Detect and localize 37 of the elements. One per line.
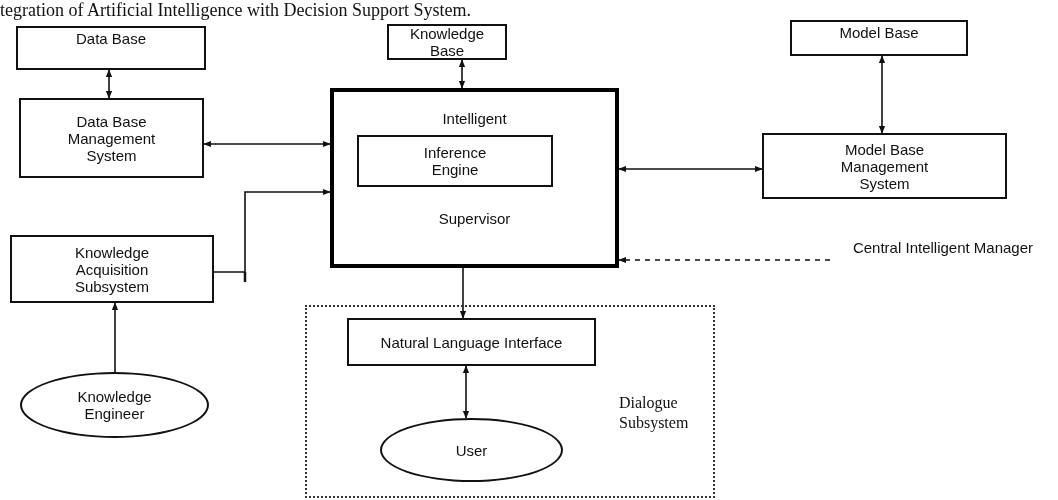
- arrow: [878, 55, 886, 134]
- node-label: Knowledge Engineer: [76, 388, 153, 422]
- node-label: Data Base Management System: [66, 112, 157, 164]
- process-box: [19, 98, 204, 178]
- node-label: Data Base: [74, 30, 147, 47]
- diagram-title: tegration of Artificial Intelligence with Decision Support System.: [0, 0, 471, 20]
- arrow: [111, 302, 119, 373]
- node-label: Dialogue Subsystem: [619, 393, 690, 433]
- arrow: [618, 256, 831, 264]
- arrow: [213, 188, 331, 273]
- process-box: [10, 235, 214, 303]
- arrow: [462, 365, 470, 419]
- arrow: [458, 59, 466, 89]
- process-box: [16, 26, 206, 70]
- node-label: Knowledge Base: [408, 25, 486, 59]
- node-label: Knowledge Acquisition Subsystem: [73, 243, 151, 295]
- arrow: [618, 165, 763, 173]
- process-box: [357, 135, 553, 187]
- actor-ellipse: [380, 418, 563, 482]
- arrow: [105, 69, 113, 99]
- supervisor-box: [330, 88, 619, 268]
- node-label: Intelligent: [441, 110, 508, 127]
- node-label: Model Base: [838, 24, 920, 41]
- process-box: [387, 24, 507, 60]
- subsystem-region: [305, 305, 715, 498]
- process-box: [790, 20, 968, 56]
- process-box: [762, 133, 1007, 199]
- process-box: [347, 318, 596, 366]
- node-label: Central Intelligent Manager: [852, 238, 1034, 256]
- arrow: [459, 267, 467, 319]
- arrow: [203, 140, 331, 148]
- node-label: Natural Language Interface: [379, 333, 564, 351]
- node-label: Supervisor: [437, 210, 512, 227]
- node-label: Inference Engine: [422, 144, 488, 178]
- node-label: User: [455, 441, 488, 459]
- node-label: Model Base Management System: [839, 140, 930, 192]
- actor-ellipse: [20, 372, 209, 438]
